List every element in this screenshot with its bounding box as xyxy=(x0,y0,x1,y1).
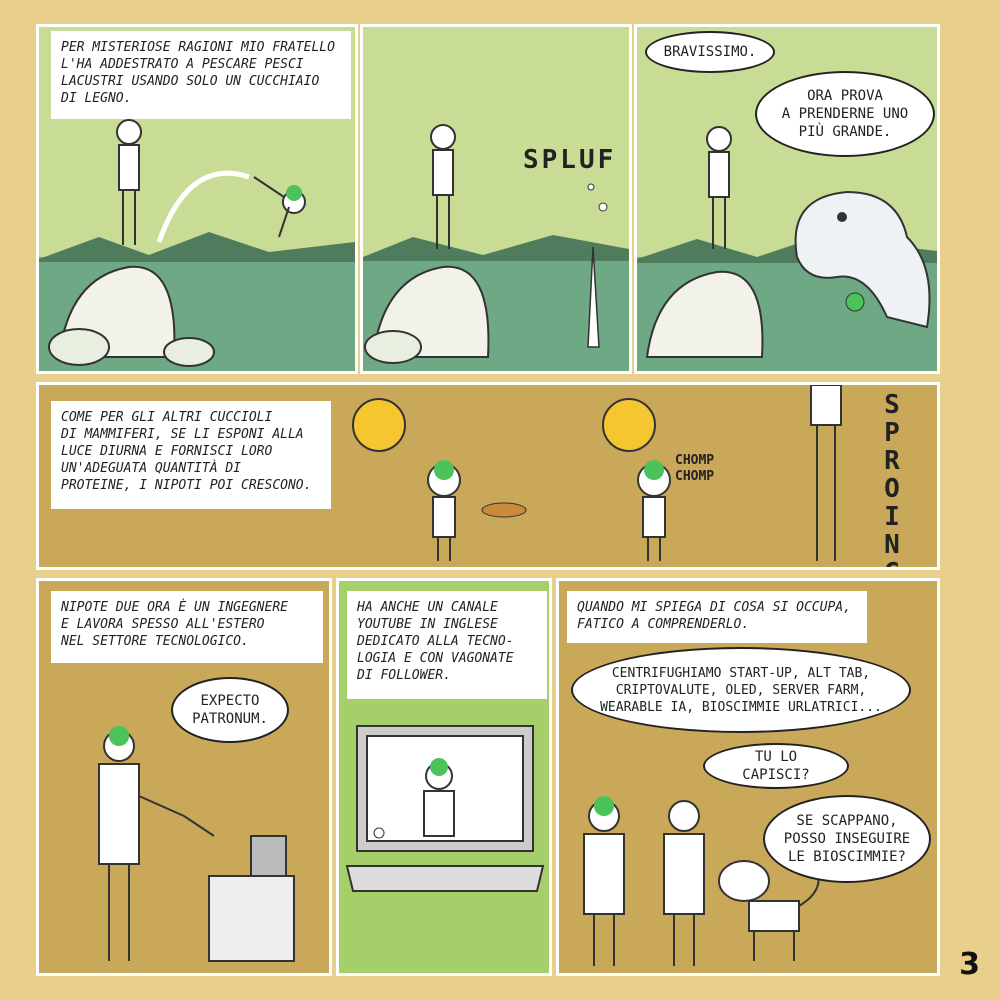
speech-bubble-centrifughiamo: CENTRIFUGHIAMO START-UP, ALT TAB, CRIPTO… xyxy=(571,647,911,733)
engineer-figure xyxy=(583,800,625,966)
panel-3-1-art xyxy=(98,726,295,962)
panel-2: COME PER GLI ALTRI CUCCIOLI DI MAMMIFERI… xyxy=(36,382,940,570)
caption-2: COME PER GLI ALTRI CUCCIOLI DI MAMMIFERI… xyxy=(51,401,331,509)
speech-bubble-expecto-patronum: EXPECTO PATRONUM. xyxy=(171,677,289,743)
speech-bubble-tu-lo-capisci: TU LO CAPISCI? xyxy=(703,743,849,789)
grandpa-figure xyxy=(663,800,705,966)
panel-1-2-art xyxy=(363,124,629,371)
play-icon xyxy=(373,827,385,839)
sun-icon-right xyxy=(602,398,656,452)
speech-bubble-bravissimo: BRAVISSIMO. xyxy=(645,31,775,73)
caption-3-3: QUANDO MI SPIEGA DI COSA SI OCCUPA, FATI… xyxy=(567,591,867,643)
tall-legs-figure xyxy=(810,385,842,561)
speech-bubble-ora-prova: ORA PROVA A PRENDERNE UNO PIÙ GRANDE. xyxy=(755,71,935,157)
panel-1-2: SPLUF xyxy=(360,24,632,374)
panel-2-art xyxy=(352,385,842,561)
sun-icon-left xyxy=(352,398,406,452)
panel-3-2-art xyxy=(345,725,545,892)
caption-3-1: NIPOTE DUE ORA È UN INGEGNERE E LAVORA S… xyxy=(51,591,323,663)
kid-standing-figure xyxy=(116,119,142,245)
sfx-sproing: SPROING xyxy=(884,390,900,567)
speech-bubble-se-scappano: SE SCAPPANO, POSSO INSEGUIRE LE BIOSCIMM… xyxy=(763,795,931,883)
caption-1-1: PER MISTERIOSE RAGIONI MIO FRATELLO L'HA… xyxy=(51,31,351,119)
kid-standing-figure xyxy=(706,126,732,249)
page-number: 3 xyxy=(959,947,980,982)
sfx-chomp: CHOMP CHOMP xyxy=(675,453,715,484)
engineer-figure xyxy=(98,730,215,961)
panel-1-3: BRAVISSIMO. ORA PROVA A PRENDERNE UNO PI… xyxy=(634,24,940,374)
panel-3-3: QUANDO MI SPIEGA DI COSA SI OCCUPA, FATI… xyxy=(556,578,940,976)
panel-1-1: PER MISTERIOSE RAGIONI MIO FRATELLO L'HA… xyxy=(36,24,358,374)
kid-standing-figure xyxy=(430,124,456,249)
caption-3-2: HA ANCHE UN CANALE YOUTUBE IN INGLESE DE… xyxy=(347,591,547,699)
sfx-spluf: SPLUF xyxy=(523,145,617,175)
panel-3-3-art xyxy=(583,796,820,966)
panel-1-1-art xyxy=(39,119,355,371)
big-fish-figure xyxy=(794,190,931,329)
panel-3-1: NIPOTE DUE ORA È UN INGEGNERE E LAVORA S… xyxy=(36,578,332,976)
dog-figure xyxy=(718,860,820,961)
panel-3-2: HA ANCHE UN CANALE YOUTUBE IN INGLESE DE… xyxy=(336,578,552,976)
server-box-figure xyxy=(208,835,295,962)
panel-1-3-art xyxy=(637,126,937,371)
